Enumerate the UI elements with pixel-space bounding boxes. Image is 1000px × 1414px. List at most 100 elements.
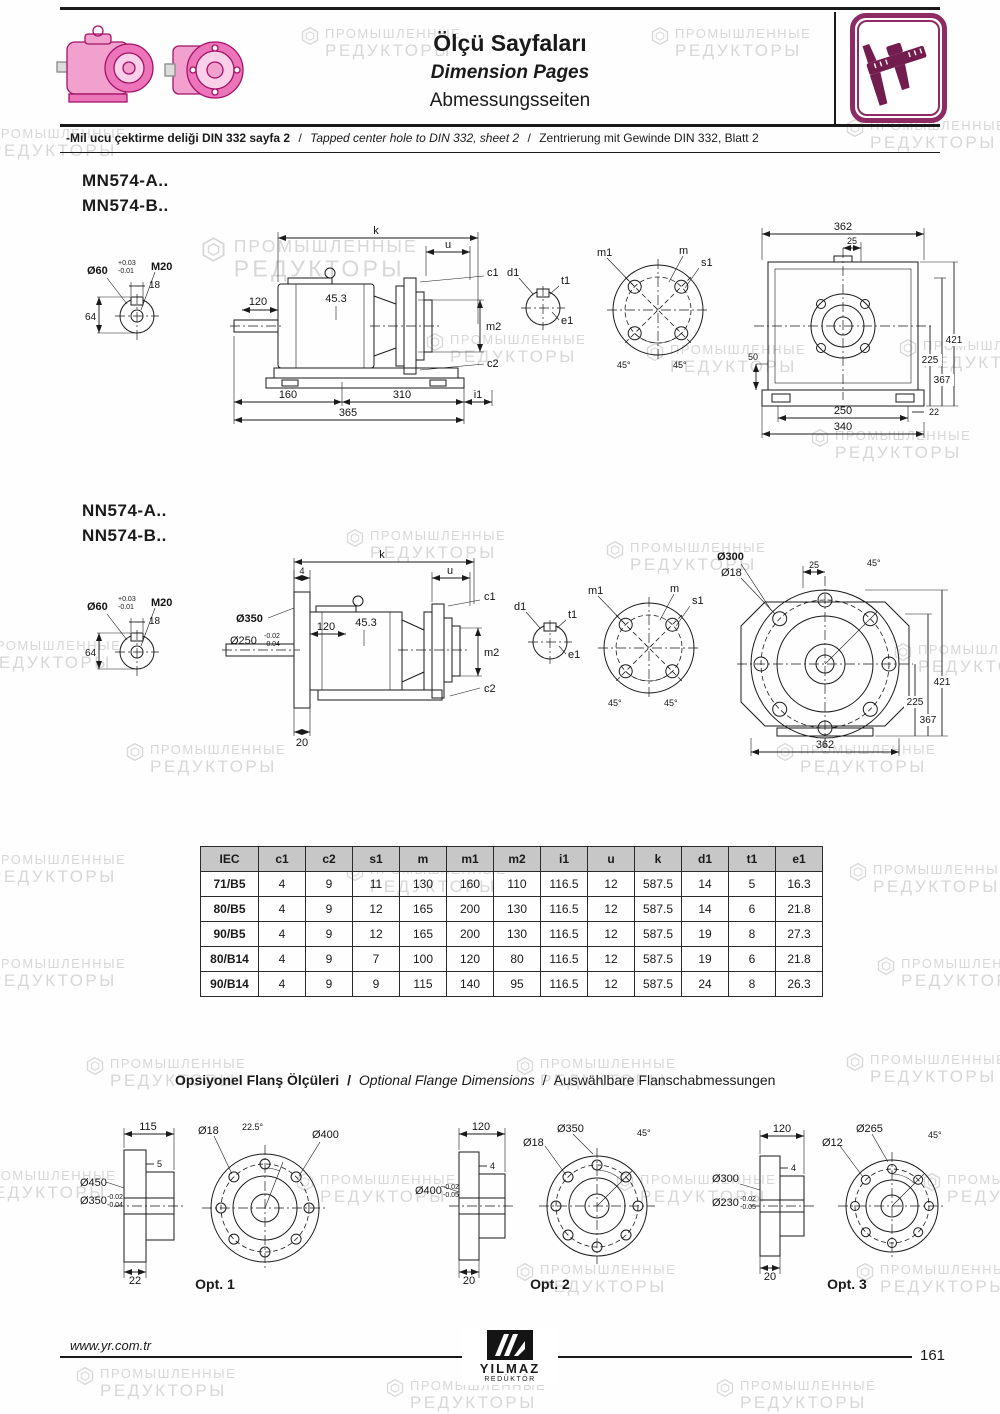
dim-5: 5 [157,1159,162,1169]
dim-tol2: -0.04 [107,1202,123,1209]
table-cell: 587.5 [634,946,682,972]
table-cell: 14 [681,896,729,922]
nn-bore-detail-view: d1 t1 e1 [514,601,580,664]
dim-dia18: Ø18 [721,567,742,579]
dim-tol-minus: -0.01 [118,268,134,275]
mn-heading-line2: MN574-B.. [82,196,169,215]
dim-25: 25 [809,560,819,570]
table-cell: 116.5 [540,971,588,997]
note-rule [60,152,940,153]
dim-225: 225 [907,697,924,708]
dim-t1: t1 [561,275,570,287]
table-cell: 11 [352,871,400,897]
dim-tol-plus: +0.03 [118,260,136,267]
page-number: 161 [920,1347,946,1364]
table-cell: 130 [493,896,541,922]
table-cell: 6 [728,896,776,922]
note-tr: -Mil ucu çektirme deliği DIN 332 sayfa 2 [66,131,291,145]
table-cell: 130 [493,921,541,947]
optional-flange-heading: Opsiyonel Flanş Ölçüleri / Optional Flan… [175,1072,775,1088]
table-cell: 24 [681,971,729,997]
dim-22: 22 [129,1275,141,1287]
dim-25: 25 [847,236,857,246]
drawing-geometry [105,1128,328,1278]
mn-side-view: k u 120 45.3 c1 m2 c2 160 310 i1 365 [230,225,501,424]
dim-u: u [447,565,453,577]
table-cell: 160 [446,871,494,897]
col-header-t1: t1 [728,846,776,872]
table-cell: 140 [446,971,494,997]
page-title-en: Dimension Pages [430,62,590,83]
dim-m2: m2 [486,321,501,333]
dim-45deg: 45° [608,698,622,708]
dim-64: 64 [85,312,97,323]
table-cell: 9 [305,871,353,897]
note-separator: / [298,131,302,145]
table-cell: 4 [258,971,306,997]
dim-tol1: -0.02 [107,1194,123,1201]
col-header-m: m [399,846,447,872]
drawing-geometry [96,271,159,340]
website-link[interactable]: www.yr.com.tr [70,1338,152,1353]
dim-tol2: -0.05 [443,1192,459,1199]
page-title-block: Ölçü Sayfaları Dimension Pages Abmessung… [310,28,710,115]
dim-18: 18 [149,280,161,291]
dim-120: 120 [317,621,335,633]
table-cell: 116.5 [540,921,588,947]
dim-120: 120 [773,1123,791,1135]
dim-45deg: 45° [664,698,678,708]
table-cell: 21.8 [775,896,823,922]
dim-dia300: Ø300 [717,551,744,563]
dim-362: 362 [834,221,852,233]
dim-s1: s1 [692,595,704,607]
opt2-flange-drawing: 120 4 Ø400 -0.02 -0.05 20 Ø350 Ø18 45° [415,1121,655,1287]
table-cell: 12 [352,896,400,922]
dim-i1: i1 [474,389,483,401]
table-cell: 19 [681,921,729,947]
table-cell: 110 [493,871,541,897]
dim-tol-plus: +0.03 [118,596,136,603]
dim-367: 367 [920,715,937,726]
yilmaz-logo: YILMAZ REDÜKTÖR [462,1328,558,1385]
row-label: 80/B14 [200,946,259,972]
nn-shaft-end-view: Ø60 +0.03 -0.01 M20 18 64 [85,596,172,676]
dim-tol2: -0.04 [264,641,280,648]
dim-tol2: -0.05 [740,1204,756,1211]
dim-20: 20 [296,737,308,749]
col-header-i1: i1 [540,846,588,872]
table-cell: 165 [399,921,447,947]
dim-k: k [373,225,379,237]
opt-heading-separator: / [347,1072,351,1088]
table-cell: 80 [493,946,541,972]
mn-heading: MN574-A.. MN574-B.. [82,168,169,218]
dim-310: 310 [393,389,411,401]
table-cell: 12 [587,896,635,922]
dim-115: 115 [139,1121,157,1133]
dim-340: 340 [834,421,852,433]
table-cell: 587.5 [634,896,682,922]
table-cell: 14 [681,871,729,897]
dim-20: 20 [463,1275,475,1287]
dim-45deg: 45° [617,360,631,370]
dim-m2: m2 [484,647,499,659]
dim-4: 4 [490,1161,495,1171]
table-cell: 9 [305,971,353,997]
table-cell: 95 [493,971,541,997]
table-cell: 115 [399,971,447,997]
nn-side-view: k 4 u 120 45.3 Ø350 Ø250 -0.02 -0.04 c1 … [222,549,499,749]
dim-160: 160 [279,389,297,401]
dim-dia60: Ø60 [87,601,108,613]
col-header-s1: s1 [352,846,400,872]
opt3-caption: Opt. 3 [827,1276,867,1292]
caliper-icon-frame [857,20,940,116]
table-cell: 120 [446,946,494,972]
header-bottom-rule [60,124,940,127]
dim-dia18: Ø18 [198,1125,219,1137]
mn-rear-view: 362 25 225 367 421 50 250 22 340 [748,221,966,438]
table-cell: 26.3 [775,971,823,997]
col-header-e1: e1 [775,846,823,872]
